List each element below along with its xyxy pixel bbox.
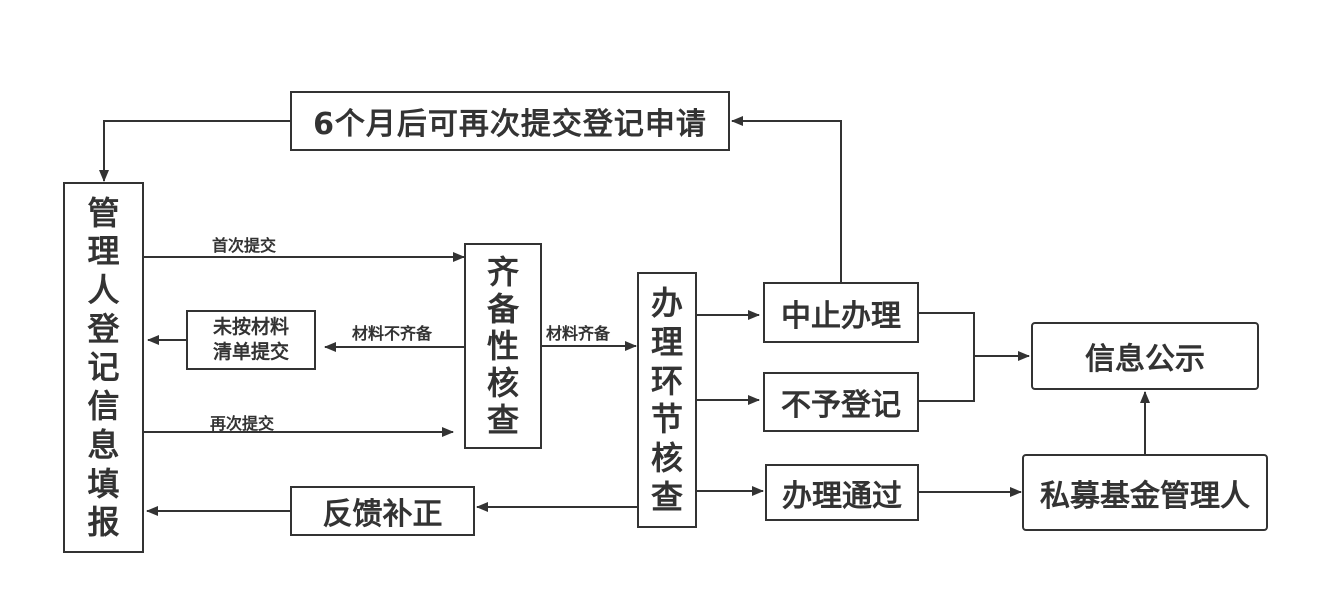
node-not-submitted-line-2: 清单提交 [212, 341, 289, 363]
manager-registration-char: 填 [87, 464, 120, 503]
node-approved: 办理通过 [765, 464, 919, 521]
manager-registration-char: 登 [87, 309, 120, 348]
completeness-check-char: 性 [486, 327, 519, 365]
completeness-check-char: 备 [486, 290, 519, 328]
processing-review-char: 办 [650, 283, 683, 322]
node-suspend-processing: 中止办理 [763, 282, 919, 343]
edge-resubmit-to-manager [99, 120, 291, 182]
manager-registration-char: 信 [87, 387, 120, 426]
processing-review-char: 理 [650, 322, 683, 361]
edge-label-resubmission: 再次提交 [210, 414, 275, 433]
node-resubmit-after-6-months-label: 6个月后可再次提交登记申请 [313, 107, 707, 142]
node-not-registered: 不予登记 [763, 372, 919, 432]
processing-review-char: 环 [650, 361, 683, 400]
node-approved-label: 办理通过 [782, 478, 902, 514]
node-completeness-check: 齐备性核查 [464, 243, 542, 449]
node-private-fund-manager: 私募基金管理人 [1022, 454, 1268, 531]
processing-review-char: 核 [650, 439, 683, 478]
processing-review-char: 查 [650, 478, 683, 517]
edge-label-first-submission: 首次提交 [212, 236, 277, 255]
completeness-check-char: 核 [486, 364, 519, 402]
node-info-disclosure-label: 信息公示 [1085, 342, 1205, 377]
node-not-submitted-per-list: 未按材料 清单提交 [186, 310, 316, 370]
node-resubmit-after-6-months: 6个月后可再次提交登记申请 [290, 91, 730, 151]
node-suspend-processing-label: 中止办理 [781, 298, 901, 334]
processing-review-char: 节 [650, 400, 683, 439]
manager-registration-char: 人 [87, 271, 120, 310]
node-private-fund-manager-label: 私募基金管理人 [1040, 478, 1250, 514]
completeness-check-char: 查 [486, 401, 519, 439]
node-feedback-correction-label: 反馈补正 [322, 497, 443, 532]
node-not-registered-label: 不予登记 [781, 388, 901, 423]
manager-registration-char: 理 [87, 232, 120, 271]
node-not-submitted-line-1: 未按材料 [212, 316, 289, 338]
completeness-check-char: 齐 [486, 253, 519, 291]
edge-suspend-merge [918, 312, 975, 402]
manager-registration-char: 记 [87, 348, 120, 387]
edge-suspend-to-resubmit [731, 116, 842, 284]
manager-registration-char: 管 [87, 193, 120, 232]
manager-registration-char: 报 [87, 503, 120, 542]
edge-label-materials-incomplete: 材料不齐备 [352, 324, 433, 343]
edge-label-materials-complete: 材料齐备 [546, 324, 611, 343]
manager-registration-char: 息 [87, 425, 120, 464]
node-processing-review: 办理环节核查 [637, 272, 697, 528]
node-manager-registration: 管理人登记信息填报 [63, 182, 144, 553]
node-feedback-correction: 反馈补正 [290, 486, 475, 536]
node-info-disclosure: 信息公示 [1031, 322, 1259, 390]
